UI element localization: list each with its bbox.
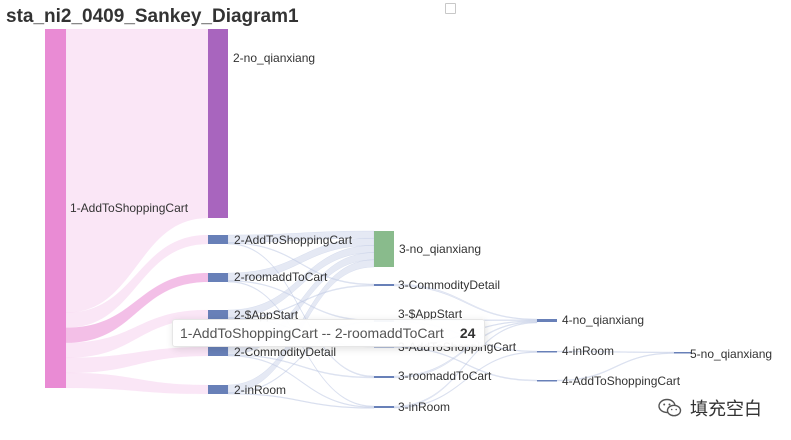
link-tooltip: 1-AddToShoppingCart -- 2-roomaddToCart 2… xyxy=(172,319,486,347)
sankey-label-3-no-qianxiang: 3-no_qianxiang xyxy=(399,242,481,256)
sankey-label-3-inroom: 3-inRoom xyxy=(398,400,450,414)
sankey-node-2-appstart[interactable] xyxy=(208,310,228,319)
square-icon[interactable] xyxy=(445,3,456,14)
sankey-label-4-addtoshoppingcart: 4-AddToShoppingCart xyxy=(562,374,681,388)
sankey-link-3-roomaddtocart-to-4-no-qianxiang[interactable] xyxy=(393,321,538,379)
sankey-labels: 1-AddToShoppingCart 2-no_qianxiang 2-AddTo… xyxy=(70,51,772,414)
sankey-node-3-inroom[interactable] xyxy=(374,406,394,408)
sankey-label-4-inroom: 4-inRoom xyxy=(562,344,614,358)
sankey-label-3-appstart: 3-$AppStart xyxy=(398,307,463,321)
sankey-label-2-no-qianxiang: 2-no_qianxiang xyxy=(233,51,315,65)
sankey-label-2-appstart: 2-$AppStart xyxy=(234,308,299,322)
sankey-node-4-addtoshoppingcart[interactable] xyxy=(537,380,557,382)
sankey-link-1-addtoshoppingcart-to-2-inroom[interactable] xyxy=(65,372,209,395)
sankey-label-2-inroom: 2-inRoom xyxy=(234,383,286,397)
sankey-label-3-roomaddtocart: 3-roomaddToCart xyxy=(398,369,492,383)
sankey-label-2-addtoshoppingcart: 2-AddToShoppingCart xyxy=(234,233,353,247)
sankey-label-1-addtoshoppingcart: 1-AddToShoppingCart xyxy=(70,201,189,215)
sankey-label-2-roomaddtocart: 2-roomaddToCart xyxy=(234,270,328,284)
sankey-node-4-no-qianxiang[interactable] xyxy=(537,319,557,322)
sankey-node-1-addtoshoppingcart[interactable] xyxy=(45,29,66,388)
sankey-link-3-inroom-to-4-inroom[interactable] xyxy=(393,351,538,409)
wechat-icon xyxy=(658,398,682,417)
sankey-label-4-no-qianxiang: 4-no_qianxiang xyxy=(562,313,644,327)
tooltip-label: 1-AddToShoppingCart -- 2-roomaddToCart xyxy=(180,325,444,341)
sankey-node-2-inroom[interactable] xyxy=(208,385,228,394)
sankey-link-1-addtoshoppingcart-to-2-addtoshoppingcart[interactable] xyxy=(65,234,209,328)
sankey-node-2-addtoshoppingcart[interactable] xyxy=(208,235,228,244)
sankey-link-1-addtoshoppingcart-to-2-no-qianxiang[interactable] xyxy=(65,28,209,313)
tooltip-value: 24 xyxy=(459,325,476,341)
sankey-link-3-inroom-to-4-no-qianxiang[interactable] xyxy=(393,321,538,408)
chart-title: sta_ni2_0409_Sankey_Diagram1 xyxy=(6,6,299,27)
sankey-nodes xyxy=(45,29,692,408)
sankey-label-5-no-qianxiang: 5-no_qianxiang xyxy=(690,347,772,361)
sankey-node-3-roomaddtocart[interactable] xyxy=(374,376,394,378)
watermark-text: 填充空白 xyxy=(690,399,762,420)
sankey-node-4-inroom[interactable] xyxy=(537,351,557,353)
sankey-node-2-no-qianxiang[interactable] xyxy=(208,29,228,218)
sankey-node-5-no-qianxiang[interactable] xyxy=(674,352,692,354)
sankey-link-2-inroom-to-3-inroom[interactable] xyxy=(227,393,375,409)
sankey-node-3-commoditydetail[interactable] xyxy=(374,284,394,286)
sankey-label-2-commoditydetail: 2-CommodityDetail xyxy=(234,345,336,359)
watermark: 填充空白 xyxy=(658,395,762,421)
sankey-node-2-roomaddtocart[interactable] xyxy=(208,273,228,282)
sankey-label-3-commoditydetail: 3-CommodityDetail xyxy=(398,278,500,292)
sankey-node-2-commoditydetail[interactable] xyxy=(208,347,228,356)
sankey-link-4-addtoshoppingcart-to-5-no-qianxiang[interactable] xyxy=(556,352,675,382)
sankey-node-3-no-qianxiang[interactable] xyxy=(374,231,394,267)
